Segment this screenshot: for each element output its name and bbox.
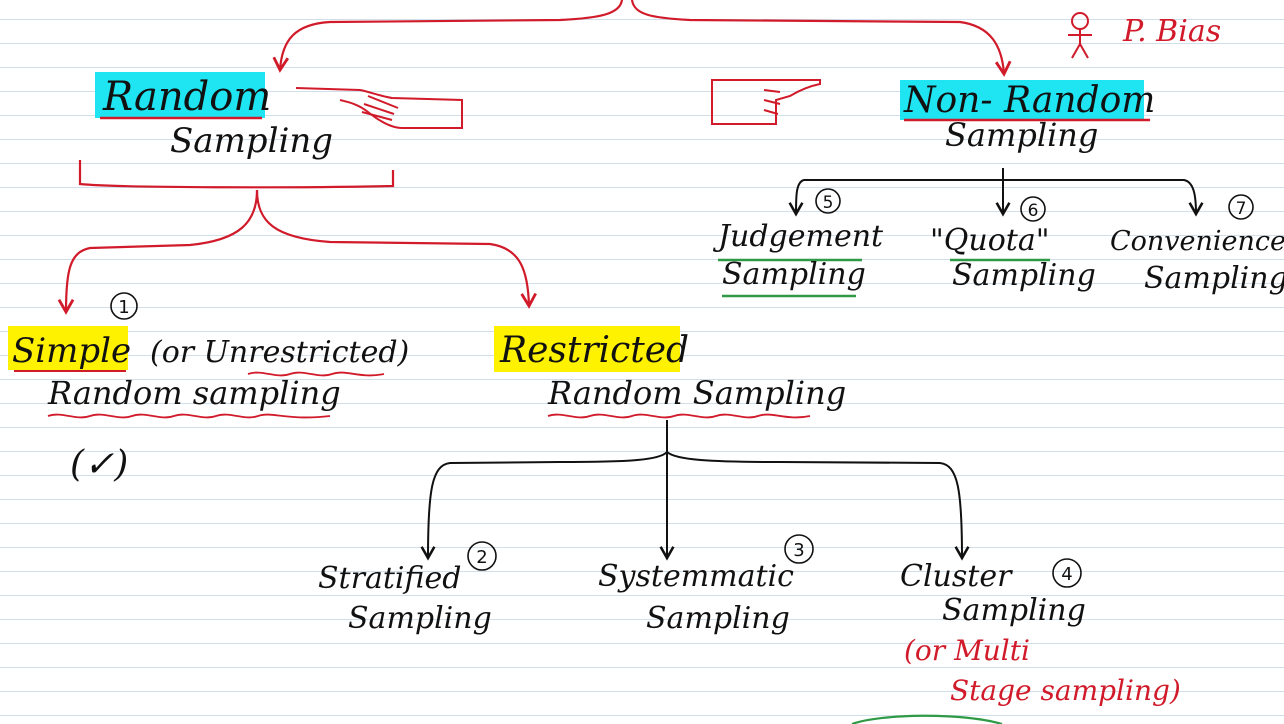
random-highlight [95,72,265,118]
convenience-line2: Sampling [1144,261,1284,296]
random-title: Random [102,74,271,120]
convenience-line1: Convenience [1110,226,1284,257]
number-circle-3 [784,534,814,564]
restricted-branch-left [420,420,668,561]
random-branch-left [57,189,259,315]
p-bias-note: P. Bias [1122,14,1221,49]
green-arc [851,714,1003,724]
number-7: 7 [1236,199,1247,219]
simple-line2: Random sampling [47,374,341,412]
cluster-note-line2: Stage sampling) [950,674,1181,707]
judgement-line1: Judgement [712,219,884,254]
restricted-line2: Random Sampling [547,374,846,412]
systemmatic-line1: Systemmatic [598,559,794,594]
non-random-subtitle: Sampling [945,116,1098,154]
stratified-line2: Sampling [348,601,492,636]
person-icon [1068,12,1092,59]
restricted-highlight [494,326,680,372]
simple-highlight [8,326,128,370]
top-split-arrow-left [272,0,624,73]
restricted-branch-right [666,451,970,561]
number-circle-6 [1020,196,1046,222]
stratified-line1: Stratified [318,561,461,596]
restricted-title: Restricted [499,330,689,371]
number-circle-4 [1052,558,1082,588]
random-bracket [78,160,395,189]
number-circle-2 [467,541,497,571]
non-random-branch-right [1003,179,1204,217]
restricted-line2-underline [547,413,811,419]
top-split-arrow-right [630,0,1012,77]
non-random-branch-left [788,168,1004,217]
cluster-line2: Sampling [942,593,1086,628]
simple-mark: (✓) [70,444,128,485]
number-circle-1 [110,292,138,320]
random-branch-right [255,189,537,309]
quota-line1: "Quota" [930,223,1050,258]
simple-line2-underline [47,413,331,419]
random-subtitle: Sampling [170,121,333,161]
number-2: 2 [476,547,487,568]
number-circle-5 [815,188,841,214]
number-5: 5 [823,193,834,213]
judgement-line2: Sampling [722,257,866,292]
number-4: 4 [1061,564,1072,585]
number-1: 1 [118,297,129,318]
quota-line2: Sampling [952,258,1096,293]
number-circle-7 [1228,194,1254,220]
non-random-title: Non- Random [903,80,1155,121]
number-6: 6 [1028,201,1039,221]
systemmatic-line2: Sampling [646,601,790,636]
cluster-note-line1: (or Multi [904,634,1030,667]
simple-title: Simple [12,331,131,371]
number-3: 3 [793,540,804,561]
cluster-line1: Cluster [900,559,1013,594]
unrestricted-underline [247,371,385,377]
non-random-highlight [900,80,1144,120]
simple-note: (or Unrestricted) [150,335,409,370]
pointing-hand-right-icon [711,79,821,125]
pointing-hand-left-icon [295,87,463,129]
